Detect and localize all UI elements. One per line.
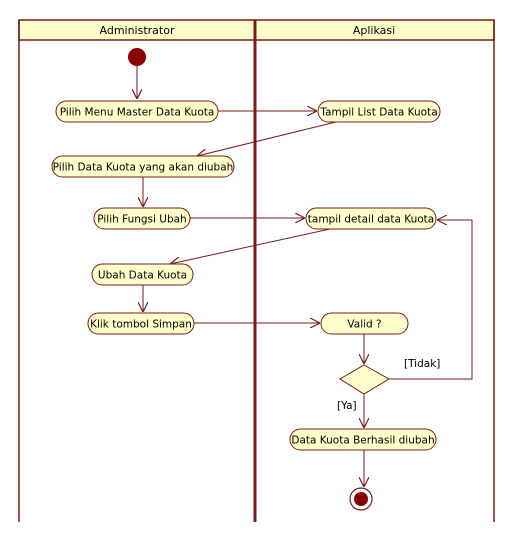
action-valid: Valid ? bbox=[320, 312, 409, 335]
action-pilih-menu: Pilih Menu Master Data Kuota bbox=[55, 100, 219, 123]
action-tampil-detail: tampil detail data Kuota bbox=[305, 207, 437, 230]
action-ubah-data: Ubah Data Kuota bbox=[91, 263, 194, 286]
edges bbox=[137, 66, 473, 487]
action-tampil-list-label: Tampil List Data Kuota bbox=[319, 107, 437, 119]
action-berhasil: Data Kuota Berhasil diubah bbox=[289, 428, 437, 451]
swimlanes: Administrator Aplikasi bbox=[18, 19, 495, 522]
action-pilih-fungsi: Pilih Fungsi Ubah bbox=[93, 207, 191, 230]
action-valid-label: Valid ? bbox=[347, 319, 381, 331]
end-node bbox=[349, 487, 373, 511]
guard-tidak: [Tidak] bbox=[404, 358, 440, 370]
action-berhasil-label: Data Kuota Berhasil diubah bbox=[291, 435, 434, 447]
action-tampil-list: Tampil List Data Kuota bbox=[317, 100, 441, 123]
edge-tampil-list-to-pilih-data bbox=[197, 120, 341, 156]
edge-decision-tidak-loop bbox=[389, 220, 473, 380]
action-pilih-fungsi-label: Pilih Fungsi Ubah bbox=[97, 214, 186, 226]
start-node bbox=[128, 48, 146, 66]
action-pilih-data: Pilih Data Kuota yang akan diubah bbox=[51, 155, 235, 178]
action-ubah-data-label: Ubah Data Kuota bbox=[98, 270, 187, 282]
action-tampil-detail-label: tampil detail data Kuota bbox=[308, 214, 434, 226]
action-klik-simpan-label: Klik tombol Simpan bbox=[90, 319, 192, 331]
action-pilih-data-label: Pilih Data Kuota yang akan diubah bbox=[53, 162, 234, 174]
edge-tampil-detail-to-ubah-data bbox=[170, 228, 331, 264]
action-klik-simpan: Klik tombol Simpan bbox=[87, 312, 195, 335]
guard-ya: [Ya] bbox=[337, 400, 357, 412]
lane-title-admin: Administrator bbox=[100, 24, 175, 37]
action-pilih-menu-label: Pilih Menu Master Data Kuota bbox=[60, 107, 215, 119]
decision-node bbox=[339, 364, 390, 395]
lane-title-app: Aplikasi bbox=[353, 24, 395, 37]
